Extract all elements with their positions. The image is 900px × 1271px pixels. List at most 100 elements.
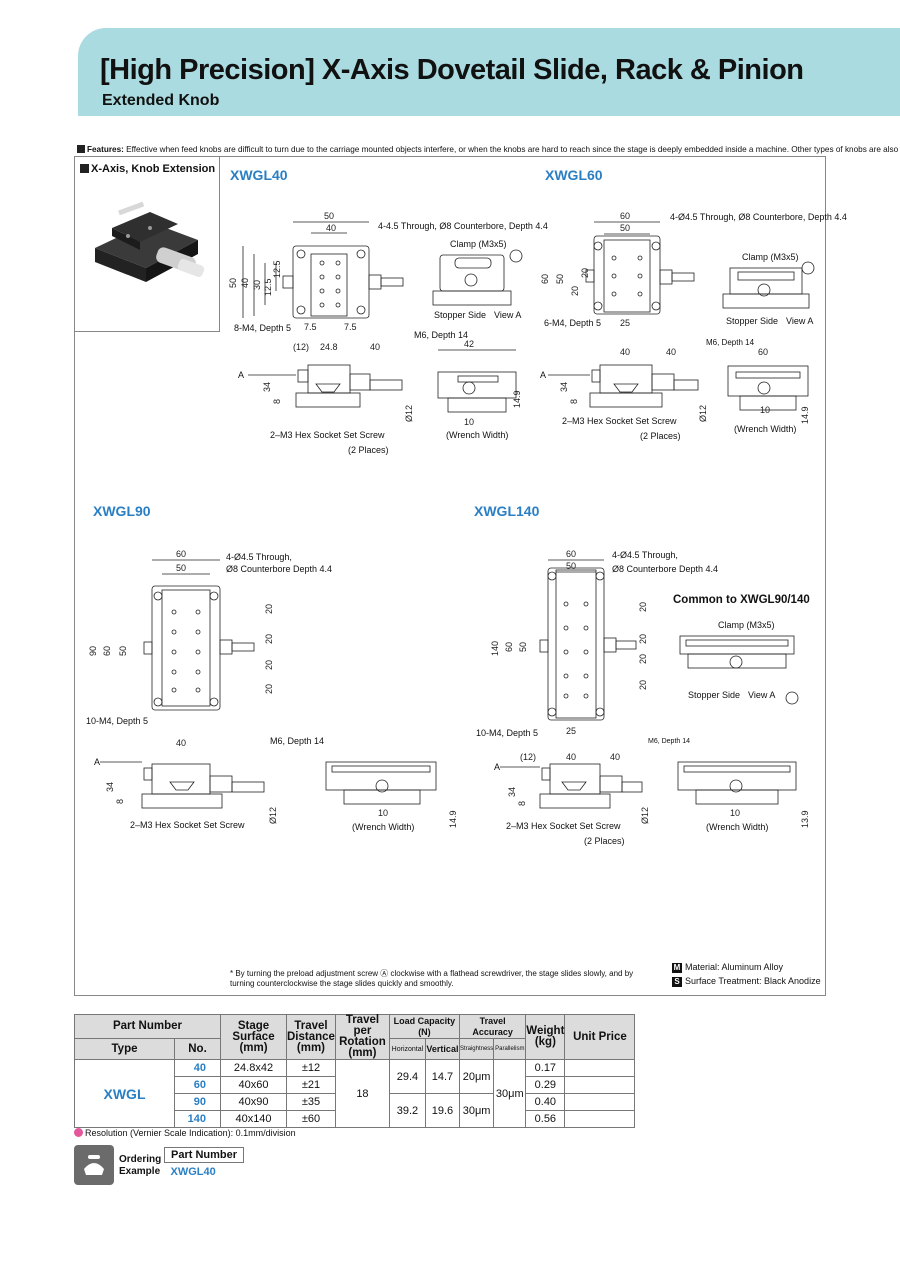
svg-text:60: 60 [540,274,550,284]
label-common-stopper: Stopper Side [688,690,741,700]
svg-text:10: 10 [464,417,474,427]
phone-icon [84,1155,104,1175]
svg-text:34: 34 [559,382,569,392]
cell-vertical: 14.7 [424,1059,460,1094]
label-40-clamp: Clamp (M3x5) [450,239,507,249]
cell-parallelism: 30μm [493,1059,527,1128]
ordering-label: Ordering Example [119,1154,161,1178]
svg-text:50: 50 [324,211,334,221]
label-140-places: (2 Places) [584,836,625,846]
cell-rotation: 18 [334,1059,390,1128]
svg-text:10: 10 [760,405,770,415]
photo-title-text: X-Axis, Knob Extension [91,163,216,175]
svg-text:20: 20 [638,680,648,690]
product-photo [95,201,205,282]
svg-text:34: 34 [105,782,115,792]
svg-text:20: 20 [638,602,648,612]
model-xwgl90: XWGL90 [93,503,151,519]
label-40-tap: 8-M4, Depth 5 [234,323,292,333]
cell-weight: 0.40 [525,1093,566,1111]
bullet-square-icon [80,164,89,173]
cell-straightness: 30μm [458,1093,495,1128]
svg-text:50: 50 [566,561,576,571]
svg-text:20: 20 [264,604,274,614]
label-90-wrench: (Wrench Width) [352,822,415,832]
th-travel: Travel Distance (mm) [286,1014,336,1060]
svg-text:8: 8 [517,801,527,806]
th-straightness: Straightness [458,1038,495,1060]
xwgl140-top-view [539,559,637,721]
resolution-note: Resolution (Vernier Scale Indication): 0… [74,1128,296,1138]
xwgl60-stopper-view [722,261,815,309]
svg-text:(12): (12) [293,342,309,352]
svg-text:34: 34 [262,382,272,392]
svg-text:Ø12: Ø12 [640,807,650,824]
xwgl140-front-view [500,763,643,809]
label-140-hole1: 4-Ø4.5 Through, [612,550,678,560]
svg-text:60: 60 [566,549,576,559]
th-horizontal: Horizontal [388,1038,426,1060]
svg-text:30: 30 [252,280,262,290]
svg-text:34: 34 [507,787,517,797]
cell-type: XWGL [74,1059,175,1128]
svg-text:140: 140 [490,641,500,656]
features-label: Features: [87,145,124,154]
th-rotation: Travel per Rotation (mm) [334,1014,390,1060]
xwgl90-side-dims: 10 14.9 [378,808,458,828]
svg-text:60: 60 [176,549,186,559]
label-140-hole2: Ø8 Counterbore Depth 4.4 [612,564,719,574]
svg-text:40: 40 [326,223,336,233]
svg-text:50: 50 [118,646,128,656]
surface-icon: S [672,977,682,987]
xwgl90-side-view [325,761,437,805]
svg-text:60: 60 [758,347,768,357]
label-90-a: A [94,757,101,767]
svg-text:13.9: 13.9 [800,810,810,828]
svg-text:Ø12: Ø12 [404,405,414,422]
model-xwgl40: XWGL40 [230,167,288,183]
svg-text:10: 10 [730,808,740,818]
page-title: [High Precision] X-Axis Dovetail Slide, … [100,54,804,86]
svg-text:8: 8 [115,799,125,804]
label-40-places: (2 Places) [348,445,389,455]
svg-text:20: 20 [264,660,274,670]
svg-text:50: 50 [518,642,528,652]
th-weight: Weight (kg) [525,1014,566,1060]
svg-text:14.9: 14.9 [448,810,458,828]
label-140-m6: M6, Depth 14 [648,738,691,745]
svg-text:14.9: 14.9 [512,390,522,408]
cell-vertical: 19.6 [424,1093,460,1128]
th-stage: Stage Surface (mm) [220,1014,287,1060]
xwgl140-side-view [677,761,797,805]
svg-text:50: 50 [176,563,186,573]
svg-text:20: 20 [638,654,648,664]
svg-text:40: 40 [620,347,630,357]
material-icon: M [672,963,682,973]
label-140-wrench: (Wrench Width) [706,822,769,832]
svg-text:20: 20 [570,286,580,296]
th-part-number: Part Number [74,1013,221,1040]
label-60-a: A [540,370,547,380]
label-140-m3: 2–M3 Hex Socket Set Screw [506,821,621,831]
svg-text:60: 60 [102,646,112,656]
cell-travel: ±12 [286,1059,336,1077]
label-40-m3: 2–M3 Hex Socket Set Screw [270,430,385,440]
th-vertical: Vertical [424,1038,460,1060]
xwgl40-side-view [437,349,517,413]
xwgl60-side-view [727,365,809,411]
header-banner [78,28,900,116]
ordering-table: Part Number XWGL40 [163,1147,245,1179]
cell-travel: ±60 [286,1110,336,1128]
label-60-tap: 6-M4, Depth 5 [544,318,602,328]
model-xwgl60: XWGL60 [545,167,603,183]
svg-text:40: 40 [666,347,676,357]
svg-text:20: 20 [638,634,648,644]
cell-price [564,1059,636,1077]
cell-weight: 0.17 [525,1059,566,1077]
cell-no: 40 [174,1059,221,1077]
